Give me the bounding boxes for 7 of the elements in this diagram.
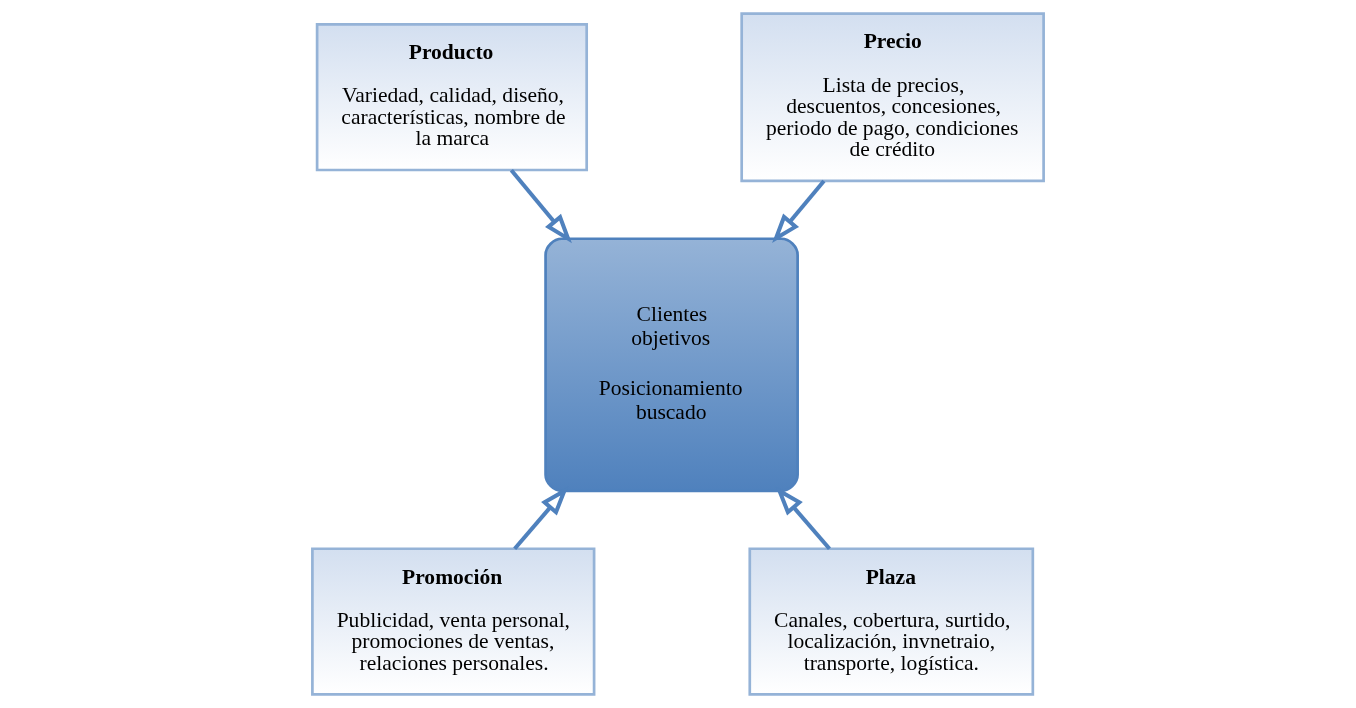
node-box: Promoción Publicidad, venta personal, promociones de ventas, relaciones personales. [311,547,596,696]
node-box: Producto Variedad, calidad, diseño, características, nombre de la marca [315,23,589,172]
node-box: Plaza Canales, cobertura, surtido, localización, invnetraio, transporte, logística. [748,547,1035,696]
node-box: Precio Lista de precios, descuentos, concesiones, periodo de pago, condiciones de crédito [740,12,1045,183]
node-box: Clientes objetivos Posicionamiento buscado [544,237,799,493]
arrow [509,168,572,244]
arrow [772,179,826,244]
